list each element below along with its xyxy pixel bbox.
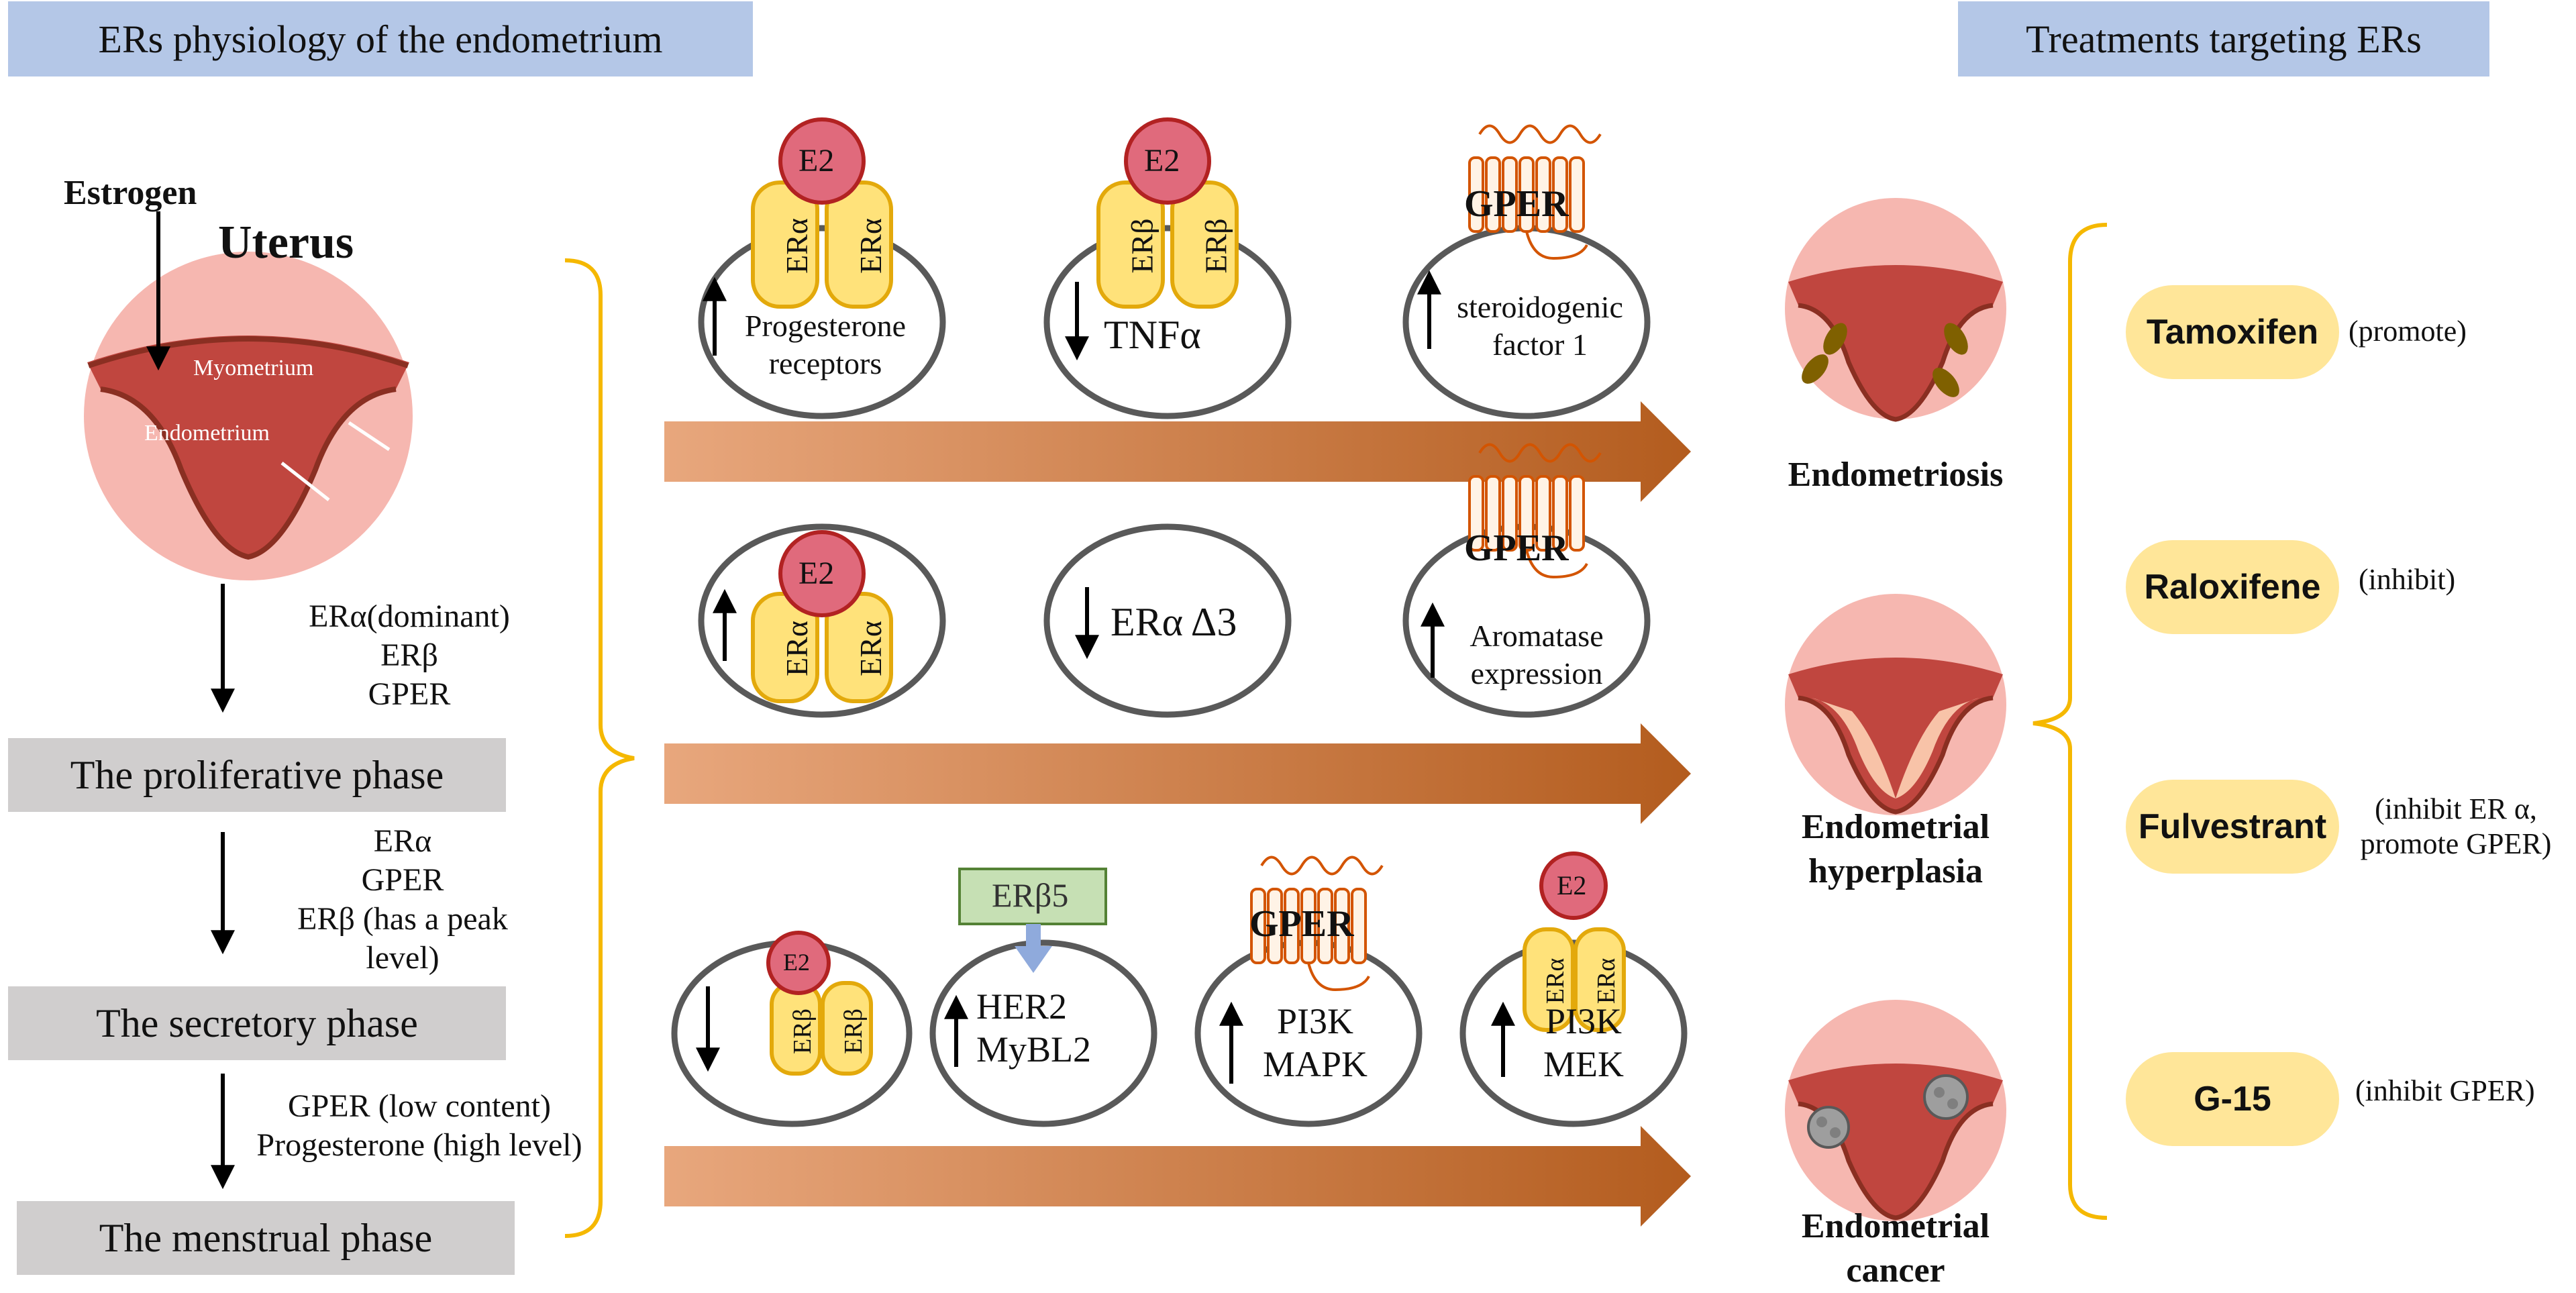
row1-cell1 bbox=[698, 117, 946, 419]
raloxifene-pill: Raloxifene bbox=[2126, 540, 2339, 634]
left-header: ERs physiology of the endometrium bbox=[8, 1, 753, 76]
fulvestrant-effect: (inhibit ER α,promote GPER) bbox=[2360, 792, 2552, 860]
r3c2-box-label: ERβ5 bbox=[992, 876, 1069, 914]
tamoxifen-pill: Tamoxifen bbox=[2126, 285, 2339, 379]
r3c3-gper: GPER bbox=[1249, 903, 1354, 945]
pathway-arrow-2 bbox=[664, 723, 1691, 824]
r3c1-e2: E2 bbox=[783, 949, 810, 976]
row2-cell1 bbox=[698, 523, 946, 718]
menstrual-phase: The menstrual phase bbox=[17, 1201, 515, 1275]
hyperplasia-icon bbox=[1785, 594, 2006, 815]
left-bracket bbox=[564, 258, 635, 1238]
r3c1-receptor-right: ERβ bbox=[839, 1008, 868, 1054]
secretory-phase: The secretory phase bbox=[8, 986, 506, 1060]
r1c2-receptor-left: ERβ bbox=[1125, 218, 1160, 274]
r3c1-receptor-left: ERβ bbox=[788, 1008, 817, 1054]
row3-cell2 bbox=[929, 868, 1157, 1127]
pathway-arrow-3 bbox=[664, 1126, 1691, 1227]
endometriosis-label: Endometriosis bbox=[1788, 456, 2004, 494]
r1c1-receptor-left: ERα bbox=[779, 218, 814, 274]
fulvestrant-pill: Fulvestrant bbox=[2126, 780, 2339, 874]
row2-cell2 bbox=[1043, 523, 1292, 718]
r2c3-gper: GPER bbox=[1464, 527, 1569, 569]
r2c2-text: ERα Δ3 bbox=[1111, 600, 1237, 644]
arrow3-caption: GPER (low content) Progesterone (high le… bbox=[256, 1088, 582, 1163]
estrogen-label: Estrogen bbox=[64, 174, 197, 212]
r1c2-e2: E2 bbox=[1144, 143, 1180, 178]
r3c4-receptor-right: ERα bbox=[1592, 958, 1621, 1004]
row3-cell4 bbox=[1459, 851, 1688, 1127]
pathway-arrow-1 bbox=[664, 401, 1691, 502]
r2c1-e2: E2 bbox=[798, 556, 835, 591]
row3-cell1 bbox=[671, 931, 913, 1127]
r1c1-e2: E2 bbox=[798, 143, 835, 178]
row2-cell3 bbox=[1402, 443, 1651, 718]
row1-cell3 bbox=[1402, 124, 1651, 419]
proliferative-phase: The proliferative phase bbox=[8, 738, 506, 812]
uterus-title: Uterus bbox=[218, 217, 354, 268]
r1c3-gper: GPER bbox=[1464, 183, 1569, 225]
arrow2-caption: ERα GPER ERβ (has a peak level) bbox=[297, 823, 508, 976]
row3-cell3 bbox=[1194, 856, 1423, 1127]
endometriosis-icon bbox=[1785, 198, 2006, 422]
raloxifene-effect: (inhibit) bbox=[2359, 563, 2456, 596]
r1c1-receptor-right: ERα bbox=[853, 218, 888, 274]
tamoxifen-effect: (promote) bbox=[2349, 315, 2467, 348]
r2c1-receptor-right: ERα bbox=[853, 621, 888, 676]
r2c1-receptor-left: ERα bbox=[779, 621, 814, 676]
cancer-icon bbox=[1785, 1000, 2006, 1221]
r1c2-receptor-right: ERβ bbox=[1198, 218, 1233, 274]
right-bracket bbox=[2032, 223, 2108, 1220]
g15-pill: G-15 bbox=[2126, 1052, 2339, 1146]
myometrium-label: Myometrium bbox=[193, 356, 314, 380]
r3c4-e2: E2 bbox=[1557, 870, 1587, 900]
arrow1-caption: ERα(dominant) ERβ GPER bbox=[309, 599, 510, 712]
uterus-illustration bbox=[84, 252, 413, 580]
r1c2-text: TNFα bbox=[1104, 313, 1201, 357]
row1-cell2 bbox=[1043, 117, 1292, 419]
r3c4-receptor-left: ERα bbox=[1541, 958, 1570, 1004]
g15-effect: (inhibit GPER) bbox=[2355, 1074, 2535, 1107]
right-header: Treatments targeting ERs bbox=[1958, 1, 2489, 76]
endometrium-label: Endometrium bbox=[144, 421, 270, 446]
